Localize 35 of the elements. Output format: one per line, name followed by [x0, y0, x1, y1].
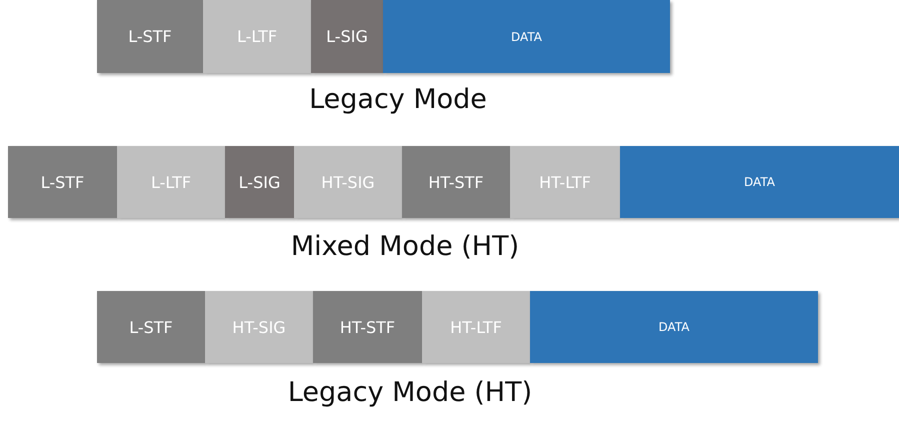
preamble-field-block — [8, 146, 117, 218]
field-label: DATA — [744, 175, 775, 189]
field-label: HT-STF — [340, 318, 396, 336]
field-label: L-STF — [40, 172, 84, 192]
mode-caption: Legacy Mode (HT) — [288, 377, 532, 408]
preamble-field-block — [205, 291, 313, 363]
field-label: HT-STF — [428, 172, 484, 192]
preamble-field-block — [422, 291, 530, 363]
preamble-field-block — [97, 0, 203, 73]
preamble-field-block — [225, 146, 294, 218]
mode-caption: Legacy Mode — [309, 84, 487, 115]
preamble-field-block — [117, 146, 225, 218]
data-field-block — [383, 0, 670, 73]
preamble-field-block — [510, 146, 620, 218]
preamble-field-block — [294, 146, 402, 218]
preamble-field-block — [97, 291, 205, 363]
data-field-block — [530, 291, 818, 363]
preamble-field-block — [313, 291, 422, 363]
field-label: L-SIG — [238, 172, 280, 192]
field-label: HT-LTF — [539, 172, 591, 192]
data-field-block — [620, 146, 899, 218]
field-label: L-STF — [129, 318, 173, 336]
field-label: L-LTF — [236, 27, 278, 46]
field-label: DATA — [511, 30, 542, 44]
field-label: L-STF — [128, 27, 172, 46]
mode-caption: Mixed Mode (HT) — [290, 231, 520, 262]
field-label: HT-LTF — [450, 318, 502, 336]
preamble-field-block — [311, 0, 383, 73]
preamble-field-block — [203, 0, 311, 73]
field-label: HT-SIG — [321, 172, 375, 192]
field-label: L-SIG — [326, 27, 368, 46]
preamble-field-block — [402, 146, 510, 218]
field-label: HT-SIG — [232, 318, 286, 336]
field-label: L-LTF — [150, 172, 192, 192]
field-label: DATA — [658, 320, 690, 334]
